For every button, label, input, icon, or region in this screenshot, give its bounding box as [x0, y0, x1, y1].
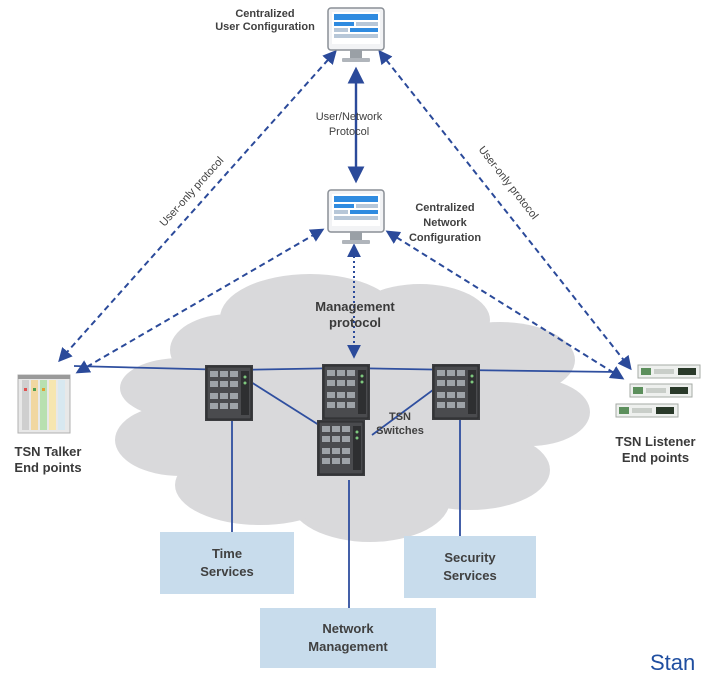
- talker-io-device-icon: [17, 374, 71, 434]
- label-central-network-config: Centralized Network Configuration: [408, 202, 482, 244]
- network-configuration-monitor-icon: [327, 189, 385, 245]
- label-tsn-listener: TSN Listener End points: [615, 434, 696, 465]
- tsn-switch-3-icon: [431, 363, 481, 421]
- footer-partial-text: Stan: [650, 650, 696, 675]
- time-services-box: Time Services: [160, 532, 294, 594]
- label-user-network-protocol: User/Network Protocol: [315, 111, 383, 138]
- tsn-switch-4-icon: [316, 419, 366, 477]
- protocol-arrows: [58, 49, 632, 426]
- network-management-box: Network Management: [260, 608, 436, 668]
- arrow-listener-network-config: [385, 230, 625, 380]
- user-configuration-monitor-icon: [327, 7, 385, 63]
- label-tsn-switches: TSN Switches: [376, 411, 424, 437]
- label-management-protocol: Management protocol: [315, 299, 395, 330]
- label-central-user-config: Centralized User Configuration: [215, 8, 315, 33]
- listener-server-icon: [615, 364, 701, 418]
- tsn-switch-1-icon: [204, 364, 254, 422]
- security-services-box: Security Services: [404, 536, 536, 598]
- arrow-talker-network-config: [75, 228, 325, 374]
- label-tsn-talker: TSN Talker End points: [14, 444, 82, 475]
